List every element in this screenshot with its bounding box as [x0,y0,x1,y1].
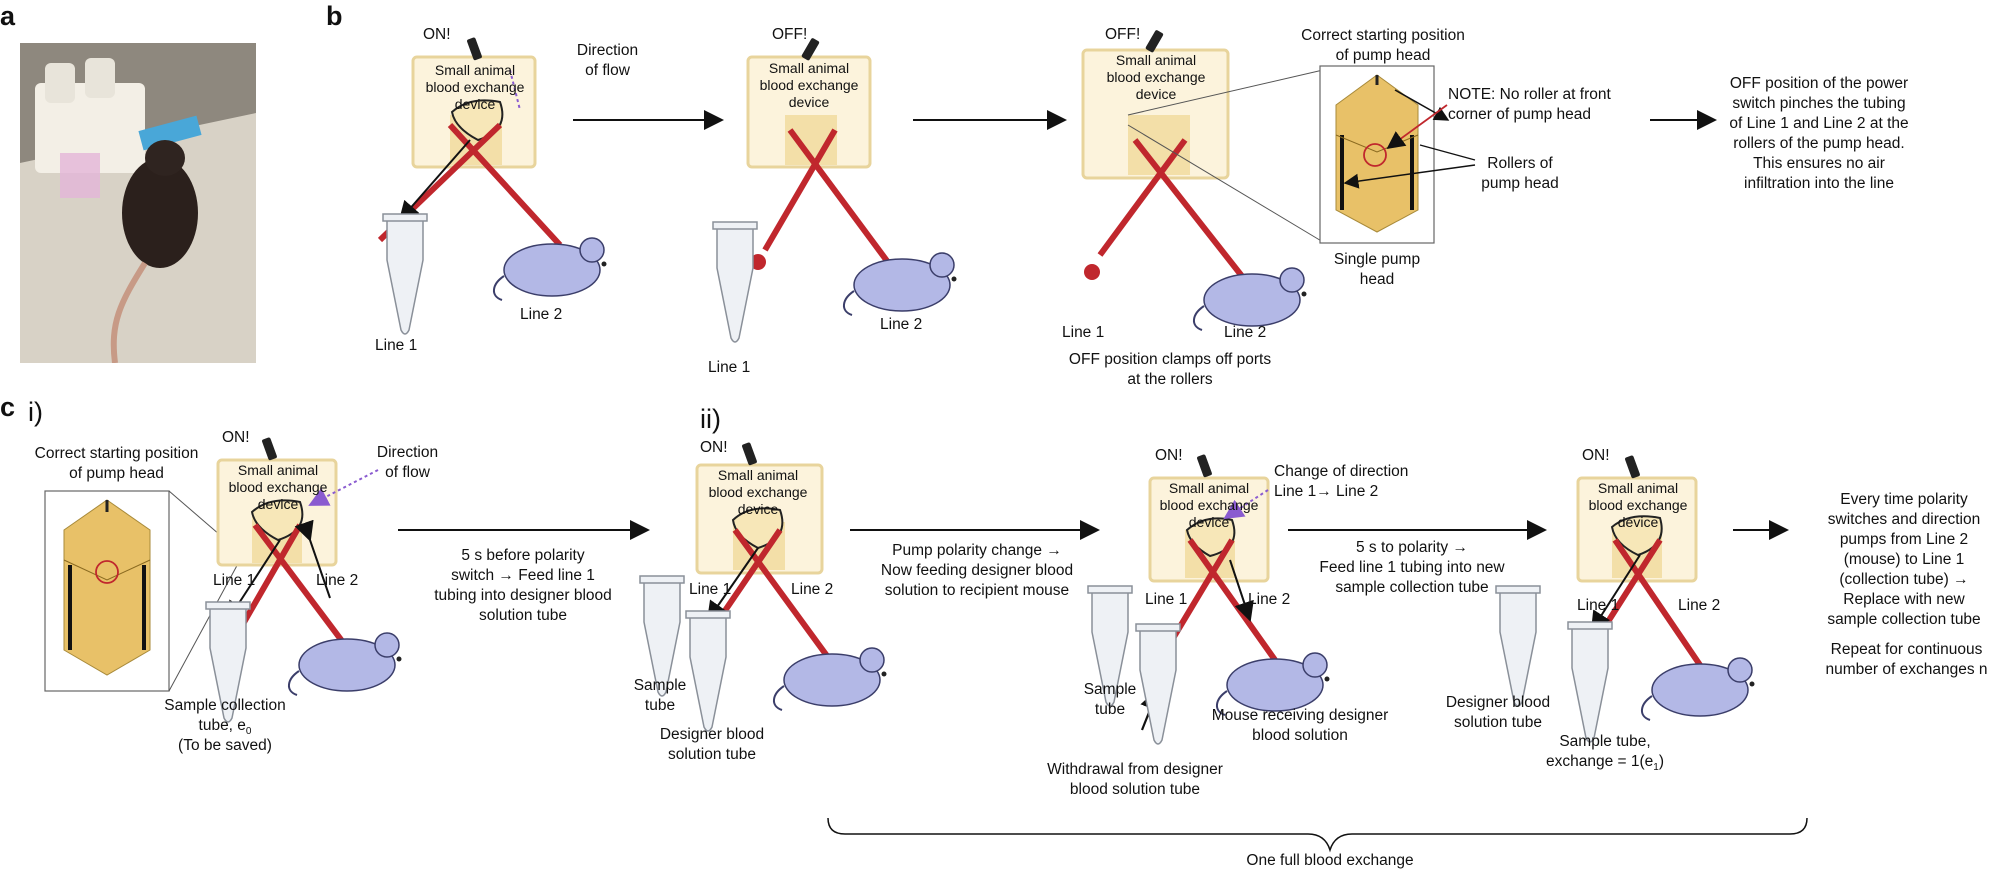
switch-on-c4: ON! [1582,447,1610,464]
step2-label: Pump polarity change → Now feeding desig… [880,542,1074,599]
tube-b2 [712,221,758,343]
line2-b2: Line 2 [880,316,923,333]
rollers-label: Rollers of pump head [1481,155,1559,192]
line2-c1: Line 2 [316,572,359,589]
line1-b3: Line 1 [1062,324,1105,341]
exchange-brace [827,817,1808,853]
tube-b1 [382,213,428,335]
switch-on-b1: ON! [423,26,451,43]
device-c3 [1140,454,1278,731]
designer-tube-c2-label: Designer blood solution tube [659,726,765,763]
direction-of-flow-b: Direction of flow [576,42,639,79]
line2-c2: Line 2 [791,581,834,598]
note-roller: NOTE: No roller at front corner of pump … [1448,86,1611,123]
direction-of-flow-c: Direction of flow [376,444,439,481]
pump-head-zoom-c [44,490,241,692]
device-label-b2: Small animal blood exchange device [759,60,859,110]
pump-head-zoom-b [1319,65,1476,244]
line1-c2: Line 1 [689,581,732,598]
mouse-b1 [492,237,608,301]
correct-start-b: Correct starting position of pump head [1301,27,1465,64]
device-c2 [695,442,833,662]
sample-tube-c3-label: Sample tube [1083,681,1137,718]
device-label-c2: Small animal blood exchange device [708,467,808,517]
panel-c-label: c [0,392,16,422]
sample-tube-c4 [1567,621,1613,743]
mouse-b3 [1192,267,1308,331]
line2-b1: Line 2 [520,306,563,323]
sample-tube-c2-label: Sample tube [633,677,687,714]
panel-c-i-label: i) [28,397,43,427]
off-clamps-label: OFF position clamps off ports at the rol… [1068,351,1272,388]
off-explain-label: OFF position of the power switch pinches… [1729,75,1909,192]
device-b1 [377,37,563,248]
line2-b3: Line 2 [1224,324,1267,341]
mouse-b2 [842,252,958,316]
device-label-c3: Small animal blood exchange device [1159,480,1259,530]
line1-c4: Line 1 [1577,597,1620,614]
correct-start-c: Correct starting position of pump head [34,445,199,482]
line1-c1: Line 1 [213,572,256,589]
line2-c3: Line 2 [1248,591,1291,608]
one-full-exchange-label: One full blood exchange [1246,852,1414,869]
change-direction-label: Change of direction Line 1→ Line 2 [1274,463,1409,500]
switch-on-c3: ON! [1155,447,1183,464]
panel-c-ii-label: ii) [700,404,721,434]
switch-on-c1: ON! [222,429,250,446]
mouse-photo [20,43,256,363]
switch-off-b2: OFF! [772,26,808,43]
mouse-c2 [772,647,888,711]
device-c4 [1576,455,1703,667]
designer-tube-c4 [1495,585,1541,707]
panel-a-label: a [0,1,16,31]
device-b3 [1081,30,1324,282]
device-b2 [746,38,893,270]
device-label-b1: Small animal blood exchange device [425,62,525,112]
single-pump-head: Single pump head [1333,251,1421,288]
panel-b-label: b [326,1,343,31]
device-c1 [216,437,379,652]
repeat-label: Repeat for continuous number of exchange… [1825,641,1988,678]
line1-c3: Line 1 [1145,591,1188,608]
mouse-c4 [1640,657,1756,721]
to-be-saved-label: (To be saved) [178,737,272,754]
switch-off-b3: OFF! [1105,26,1141,43]
line2-c4: Line 2 [1678,597,1721,614]
device-label-c1: Small animal blood exchange device [228,462,328,512]
every-time-label: Every time polarity switches and directi… [1827,491,1981,628]
switch-on-c2: ON! [700,439,728,456]
device-label-c4: Small animal blood exchange device [1588,480,1688,530]
sample-collection-tube-label: Sample collection tube, e0 [164,697,286,738]
step1-label: 5 s before polarity switch → Feed line 1… [434,547,612,624]
withdrawal-label: Withdrawal from designer blood solution … [1047,761,1223,798]
mouse-c1 [287,632,403,696]
designer-tube-c4-label: Designer blood solution tube [1445,694,1551,731]
sample-tube-exchange-label: Sample tube, exchange = 1(e1) [1545,733,1665,774]
line1-b1: Line 1 [375,337,418,354]
step3-label: 5 s to polarity → Feed line 1 tubing int… [1319,539,1505,596]
line1-b2: Line 1 [708,359,751,376]
device-label-b3: Small animal blood exchange device [1106,52,1206,102]
mouse-receiving-label: Mouse receiving designer blood solution [1211,707,1389,744]
